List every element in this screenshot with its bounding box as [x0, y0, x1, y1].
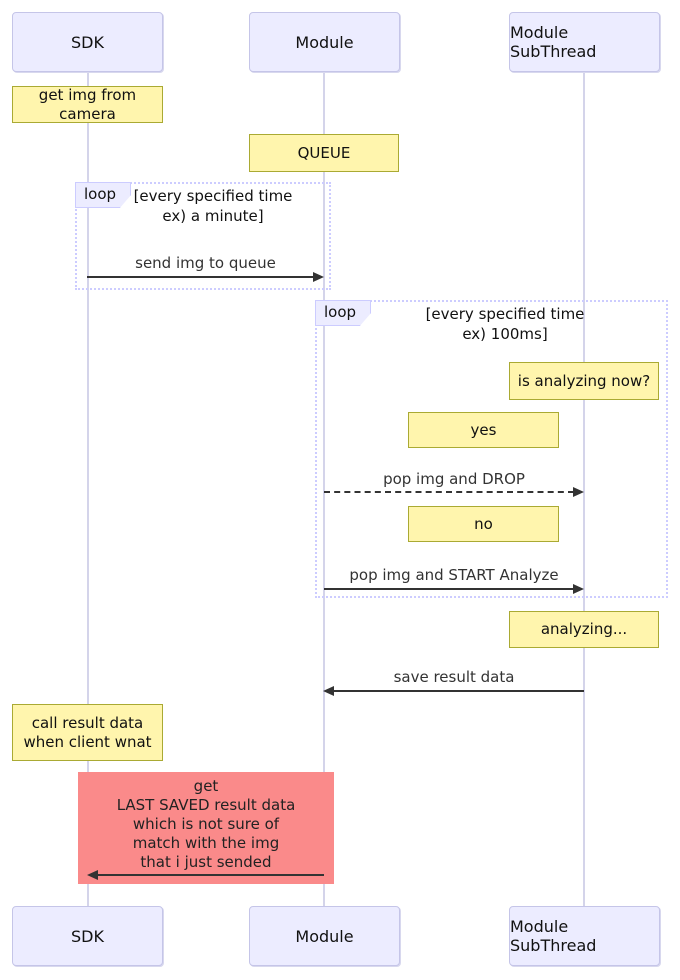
lifeline-sdk — [87, 72, 89, 908]
message-label-pop-img-and-drop: pop img and DROP — [383, 470, 525, 488]
message-line-save-result-data — [334, 690, 584, 692]
message-line-send-img-to-queue — [87, 276, 314, 278]
arrowhead-left-icon — [87, 870, 98, 880]
participant-label: Module — [295, 32, 354, 52]
loop-label-1: loop — [75, 182, 132, 208]
note-analyzing: analyzing... — [509, 611, 659, 648]
participant-label: Module SubThread — [510, 917, 597, 955]
note-get-img-from-camera: get img from camera — [12, 86, 163, 123]
loop-label-text: loop — [324, 303, 357, 321]
arrowhead-left-icon — [323, 686, 334, 696]
participant-label: SDK — [71, 926, 104, 946]
loop-condition-1: [every specified time ex) a minute] — [133, 187, 293, 225]
arrowhead-right-icon — [573, 584, 584, 594]
note-text: get img from camera — [38, 85, 137, 123]
note-text: analyzing... — [540, 620, 628, 638]
loop-label-text: loop — [84, 185, 117, 203]
participant-module-top: Module — [249, 12, 400, 72]
participant-module-bottom: Module — [249, 906, 400, 966]
note-text: QUEUE — [297, 143, 351, 162]
participant-label: Module — [295, 926, 354, 946]
message-label-pop-img-and-start-analyze: pop img and START Analyze — [349, 566, 559, 584]
message-line-get-last-saved — [97, 874, 324, 876]
loop-condition-2: [every specified time ex) 100ms] — [425, 305, 585, 343]
highlight-text: get LAST SAVED result data which is not … — [116, 777, 296, 871]
loop-frame-2 — [315, 300, 668, 598]
note-text: no — [474, 514, 493, 533]
participant-sdk-bottom: SDK — [12, 906, 163, 966]
arrowhead-right-icon — [573, 487, 584, 497]
arrowhead-right-icon — [313, 272, 324, 282]
message-line-pop-img-and-start-analyze — [324, 588, 574, 590]
note-queue: QUEUE — [249, 134, 399, 172]
message-label-save-result-data: save result data — [393, 668, 515, 686]
message-label-send-img-to-queue: send img to queue — [135, 254, 276, 272]
lifeline-module — [323, 72, 325, 908]
note-call-result-data: call result data when client wnat — [12, 704, 163, 761]
note-text: yes — [470, 420, 497, 439]
participant-subthread-bottom: Module SubThread — [509, 906, 660, 966]
loop-label-2: loop — [315, 300, 372, 326]
note-yes: yes — [408, 412, 559, 448]
note-text: call result data when client wnat — [23, 713, 152, 751]
participant-label: SDK — [71, 32, 104, 52]
highlight-rect: get LAST SAVED result data which is not … — [78, 772, 334, 884]
participant-label: Module SubThread — [510, 23, 597, 61]
message-line-pop-img-and-drop — [324, 491, 574, 493]
note-text: is analyzing now? — [517, 371, 651, 390]
loop-frame-1 — [75, 182, 331, 290]
participant-subthread-top: Module SubThread — [509, 12, 660, 72]
lifeline-subthread — [583, 72, 585, 908]
participant-sdk-top: SDK — [12, 12, 163, 72]
note-no: no — [408, 506, 559, 542]
note-is-analyzing-now: is analyzing now? — [509, 362, 659, 400]
